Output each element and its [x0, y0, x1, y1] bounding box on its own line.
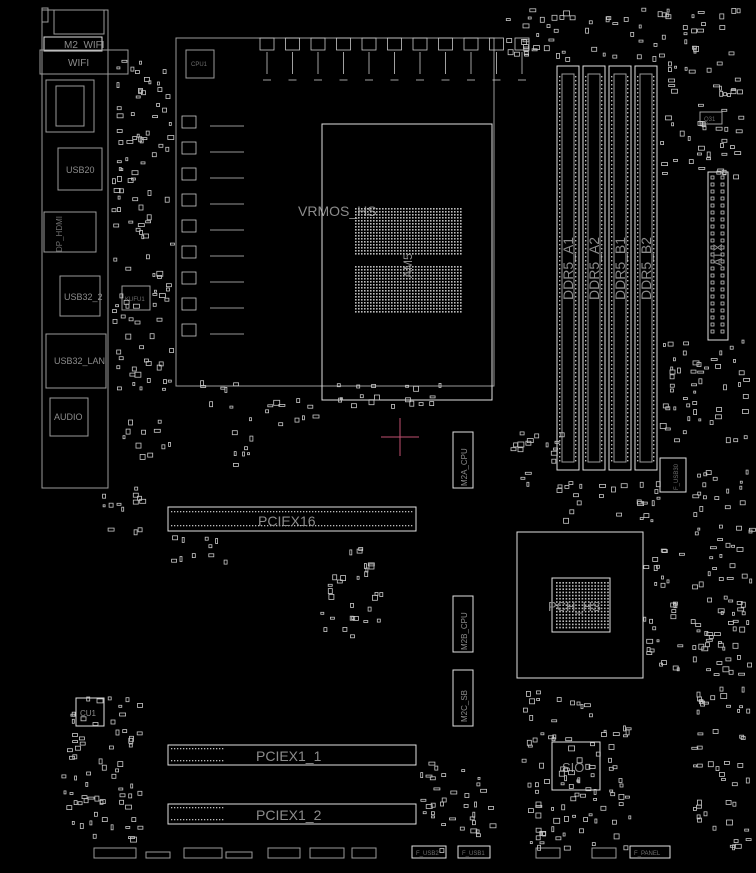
cu1-label: CU1 — [80, 709, 97, 718]
usb32-lan-label: USB32_LAN — [54, 356, 105, 366]
rear-usb-stack-1 — [45, 79, 95, 133]
atx-label: ATX — [711, 244, 725, 266]
small-component-field — [61, 7, 756, 853]
m2a-cpu-slot: M2A_CPU — [452, 431, 474, 489]
f-panel-header: F_PANEL — [629, 845, 671, 859]
usb32-2-label: USB32_2 — [64, 292, 103, 302]
ddr5-slot-a1: DDR5_A1 — [556, 65, 580, 471]
q31-label: Q31 — [704, 117, 716, 123]
pciex16-pins — [171, 511, 413, 527]
cpu-socket: AM5 — [321, 123, 493, 401]
cpu1-label: CPU1 — [191, 62, 208, 68]
socket-label: AM5 — [401, 253, 415, 278]
origin-crosshair — [381, 418, 419, 456]
ddr5-slot-b1: DDR5_B1 — [608, 65, 632, 471]
ddr5-slot-group: DDR5_A1 DDR5_A2 DDR5_B1 DDR5_B2 — [556, 65, 658, 471]
pciex1-1-slot: PCIEX1_1 — [167, 744, 417, 766]
m2-wifi-header: M2_WIFI — [43, 36, 105, 52]
f-usb1-label: F_USB1 — [462, 851, 485, 857]
f-usb2-header: F_USB2 — [411, 845, 447, 859]
atx-pins — [710, 175, 725, 334]
socket-pin-array-top — [355, 208, 462, 255]
pch-heatsink: PCH_HS — [516, 531, 644, 679]
f-usb30-header: F_USB30 — [659, 457, 687, 493]
m2b-cpu-label: M2B_CPU — [460, 612, 469, 650]
audio-label: AUDIO — [54, 412, 83, 422]
ddr5-slot-a2: DDR5_A2 — [582, 65, 606, 471]
f-usb2-label: F_USB2 — [416, 851, 439, 857]
wifi-module: WIFI — [39, 49, 129, 75]
usb32-2-port: USB32_2 — [59, 275, 103, 317]
atx-power-connector: ATX — [707, 171, 729, 341]
pciex16-slot: PCIEX16 — [167, 506, 417, 532]
pciex1-2-label: PCIEX1_2 — [256, 807, 322, 823]
dp-hdmi-port: DP_HDMI — [43, 211, 97, 253]
ddr5-pin-rows — [559, 76, 655, 462]
ddr5-slot-b2: DDR5_B2 — [634, 65, 658, 471]
usb20-port: USB20 — [57, 147, 103, 191]
ddr5-a2-label: DDR5_A2 — [586, 237, 602, 300]
m2-wifi-label: M2_WIFI — [64, 40, 105, 51]
vrm-hs-label: VRMOS_HS — [298, 203, 377, 219]
ddr5-a1-label: DDR5_A1 — [560, 237, 576, 300]
usb20-label: USB20 — [66, 165, 95, 175]
pciex1-2-pins — [171, 807, 224, 821]
rear-io-area: M2_WIFI WIFI USB20 DP_HDMI USB32_2 USB32… — [39, 7, 129, 489]
ddr5-b2-label: DDR5_B2 — [638, 237, 654, 300]
f-usb30-label: F_USB30 — [674, 463, 680, 490]
m2b-cpu-slot: M2B_CPU — [452, 595, 474, 653]
usb32-lan-port: USB32_LAN — [45, 333, 107, 389]
m2a-cpu-label: M2A_CPU — [460, 448, 469, 486]
m2c-sb-slot: M2C_SB — [452, 669, 474, 727]
q31-component: Q31 — [699, 111, 723, 125]
bottom-header-row: F_USB2 F_USB1 F_PANEL — [93, 845, 671, 859]
socket-pin-array-bottom — [355, 266, 462, 313]
sio-label: SIO — [562, 760, 584, 775]
kufu1-label: KUFU1 — [125, 297, 145, 303]
f-usb1-header: F_USB1 — [457, 845, 491, 859]
audio-jack: AUDIO — [49, 397, 89, 437]
dp-hdmi-label: DP_HDMI — [55, 216, 64, 252]
vrm-choke-column — [181, 115, 244, 337]
pciex16-label: PCIEX16 — [258, 513, 316, 529]
pch-pin-grid — [556, 582, 609, 629]
pciex1-1-label: PCIEX1_1 — [256, 748, 322, 764]
pciex1-1-pins — [171, 748, 224, 762]
pch-hs-label: PCH_HS — [548, 599, 601, 614]
pciex1-2-slot: PCIEX1_2 — [167, 803, 417, 825]
ddr5-b1-label: DDR5_B1 — [612, 237, 628, 300]
m2c-sb-label: M2C_SB — [460, 690, 469, 722]
wifi-label: WIFI — [68, 58, 89, 69]
vrm-capacitor-row — [259, 37, 530, 81]
vrm-heatsink-area: CPU1 VRMOS_HS — [175, 37, 530, 387]
f-panel-label: F_PANEL — [634, 851, 661, 857]
